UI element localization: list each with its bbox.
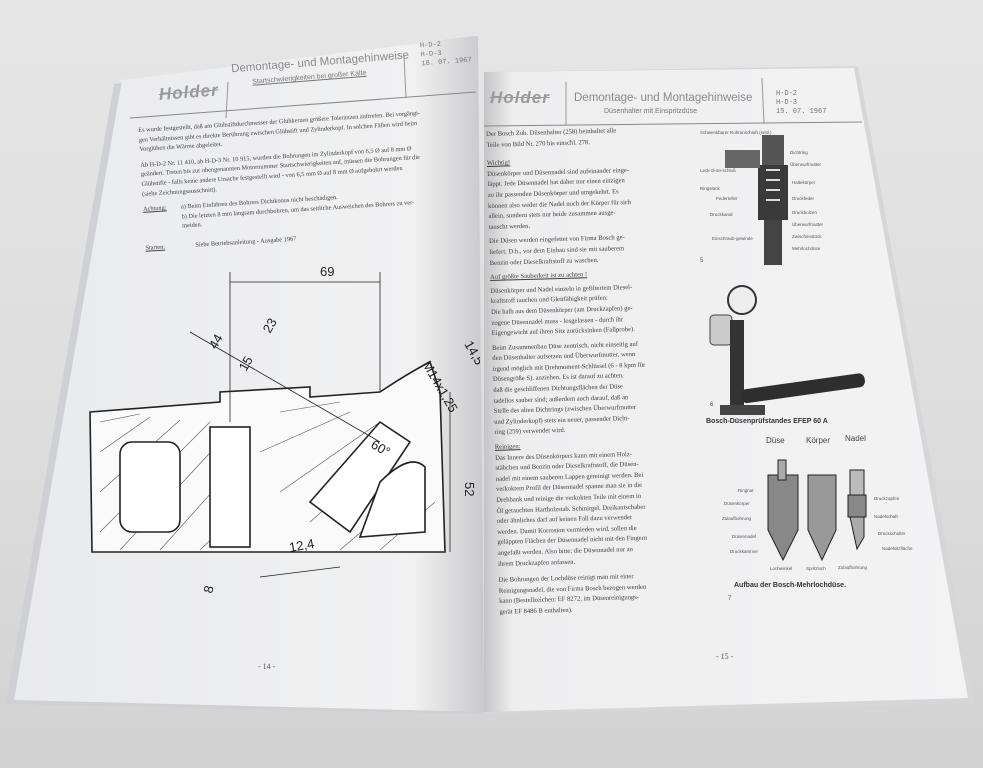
- fig7-label: Druckzapfen: [874, 496, 900, 501]
- right-header-subtitle: Düsenhalter mit Einspritzdüse: [604, 108, 697, 115]
- fig5-label: Dichtring: [790, 150, 808, 155]
- fig7-label: Druckschulter: [878, 531, 906, 536]
- dim-44: 44: [206, 331, 226, 351]
- fig7-label: Ringnut: [738, 488, 754, 493]
- fig7-label: Lochwinkel: [770, 566, 793, 571]
- fig5-number: 5: [700, 258, 704, 264]
- fig7-label: Druckkammer: [730, 549, 759, 554]
- fig7-label: Spritzloch: [806, 566, 826, 571]
- figure-multi-hole-nozzle: Düse Körper Nadel Ringnut Düsenkörper Zu…: [700, 430, 930, 605]
- holes-text: Die Bohrungen der Lochdüse reinigt man m…: [498, 573, 647, 616]
- delivery-text: Die Düsen werden eingefettet von Firma B…: [489, 234, 625, 267]
- fig7-label: Zulaufbohrung: [722, 516, 752, 521]
- dim-23: 23: [260, 315, 280, 335]
- fig7-caption: Aufbau der Bosch-Mehrlochdüse.: [734, 582, 847, 589]
- fig5-label: Haltekörper: [792, 180, 816, 185]
- fig5-label: Druckkanal: [710, 212, 733, 217]
- cavity-left: [119, 441, 181, 533]
- injector-bore: [308, 420, 412, 534]
- fig7-label: Düsennadel: [732, 534, 757, 539]
- holder-logo: Holder: [490, 88, 550, 107]
- important-text: Düsenkörper und Düsennadel sind aufeinan…: [487, 166, 632, 231]
- fig7-header-body: Körper: [806, 436, 831, 445]
- dim-15: 15: [236, 353, 256, 373]
- cleaning-text: Das Innere des Düsenkörpers kann mit ein…: [495, 450, 648, 568]
- left-page-body: Es wurde festgestellt, daß am Glühstiftd…: [138, 105, 485, 253]
- intro: Der Bosch Zub. Düsenhalter (258) beinhal…: [486, 127, 617, 149]
- fig7-label: Düsenkörper: [724, 501, 750, 506]
- attention-label: Achtung:: [142, 204, 167, 213]
- dim-69: 69: [320, 264, 334, 279]
- dim-14-5: 14,5: [461, 338, 480, 367]
- right-page: [484, 68, 968, 712]
- nozzle-holder-illustration: [725, 135, 788, 265]
- left-page-number: - 14 -: [258, 662, 276, 671]
- fig5-label: Schwenkbarer Rohranschluß (seitl.): [700, 130, 772, 135]
- fig6-caption: Bosch-Düsenprüfstandes EFEP 60 A: [706, 418, 828, 425]
- nozzle-parts-illustration: [767, 459, 867, 562]
- dim-12-4: 12,4: [288, 536, 316, 555]
- fig5-label: Druckfeder: [792, 196, 815, 201]
- fig7-header-nozzle: Düse: [766, 436, 785, 445]
- cleanliness-text: Düsenkörper und Nadel einzeln in gefilte…: [490, 283, 635, 338]
- glow-plug-bore: [209, 426, 251, 548]
- right-header-title: Demontage- und Montagehinweise: [574, 92, 753, 104]
- assembly-text: Beim Zusammenbau Düse zentrisch, nicht e…: [491, 340, 646, 437]
- fig7-header-needle: Nadel: [845, 434, 866, 443]
- fig7-label: Nadelschaft: [874, 514, 898, 519]
- attention-items: a) Beim Einfahren des Bohrers Dichtkonus…: [180, 194, 415, 230]
- right-page-body: Der Bosch Zub. Düsenhalter (258) beinhal…: [486, 126, 652, 619]
- figure-test-stand: 6 Bosch-Düsenprüfstandes EFEP 60 A: [700, 280, 880, 430]
- right-page-number: - 15 -: [716, 652, 734, 661]
- fig5-label: Überwurfmutter: [792, 222, 824, 227]
- fig5-label: Druckbolzen: [792, 210, 818, 215]
- test-stand-illustration: [709, 285, 865, 415]
- cylinder-head-drawing: 69 44 23 15 14,5 M14x1,25 60° 52 12,4 8: [89, 264, 480, 595]
- fig7-label: Zulaufbohrung: [838, 565, 868, 570]
- cleanliness-label: Auf größte Sauberkeit ist zu achten !: [490, 271, 588, 282]
- fig7-label: Nadelsitzfläche: [882, 546, 913, 551]
- fig5-label: Einschraub-gewinde: [712, 236, 753, 241]
- fig5-label: Überwurfmutter: [790, 162, 822, 167]
- fig5-label: Leck-öl-an-schluß: [700, 168, 736, 173]
- fig7-number: 7: [728, 596, 732, 602]
- dim-52: 52: [462, 482, 477, 496]
- cavity-right: [358, 461, 426, 538]
- figure-nozzle-holder: Schwenkbarer Rohranschluß (seitl.) Dicht…: [700, 130, 870, 270]
- fig5-label: Federteller: [716, 196, 738, 201]
- fig5-label: Zwischenstück: [792, 234, 822, 239]
- fig5-label: Mehrlochdüse: [792, 246, 821, 251]
- fig5-label: Ringstück: [700, 186, 720, 191]
- dim-8: 8: [200, 584, 216, 595]
- fig6-number: 6: [710, 402, 714, 408]
